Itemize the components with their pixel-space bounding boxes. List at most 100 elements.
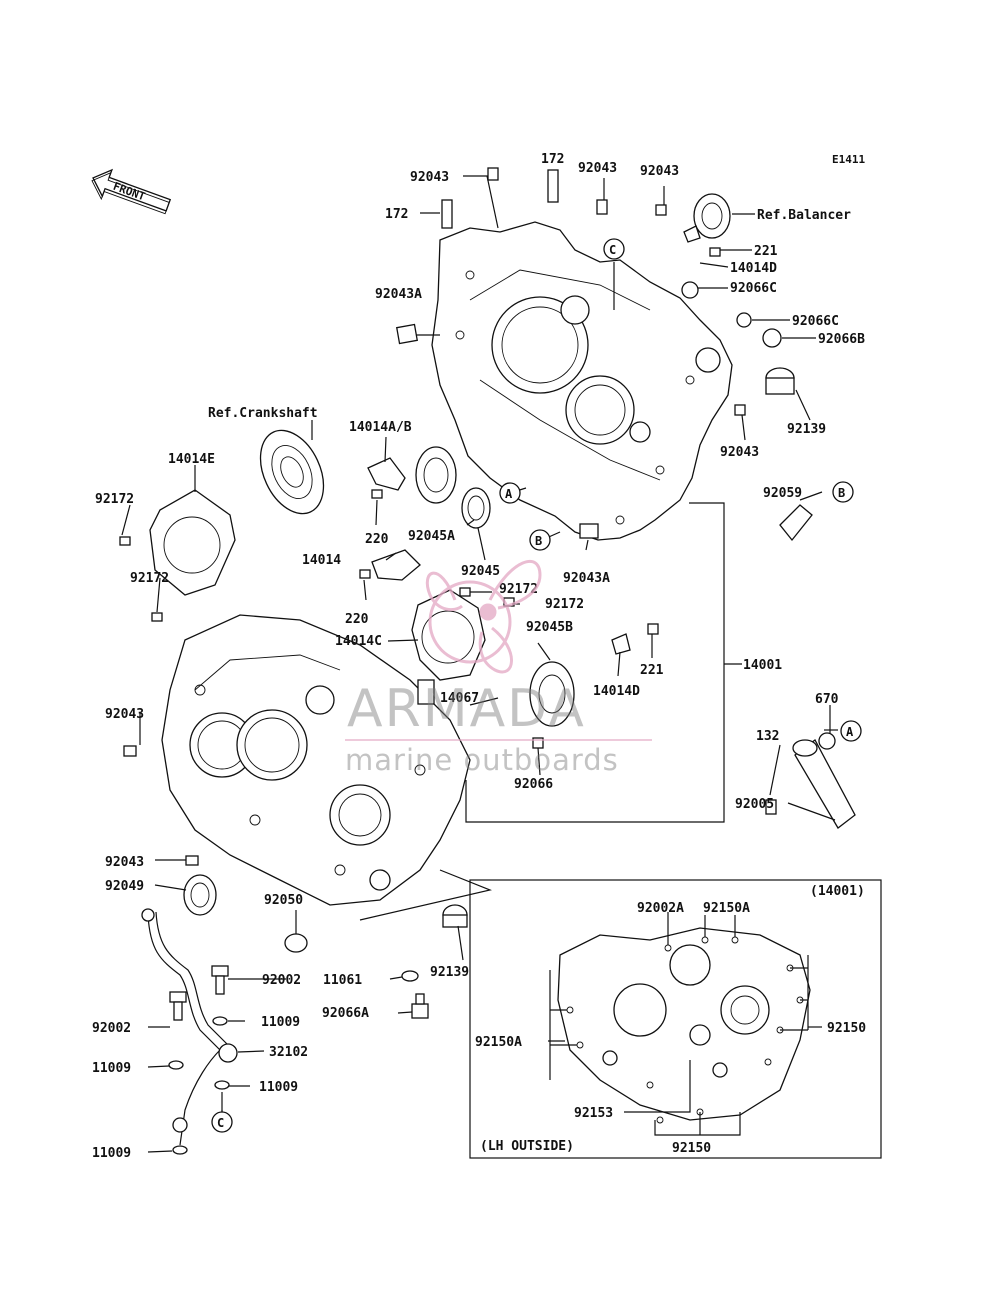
label-172-b: 172 — [385, 207, 408, 222]
label-14014E: 14014E — [168, 452, 215, 467]
label-92172-d: 92172 — [545, 597, 584, 612]
label-221-b: 221 — [640, 663, 664, 678]
label-11009-a: 11009 — [261, 1015, 300, 1030]
label-14001: 14001 — [743, 658, 782, 673]
label-92045B: 92045B — [526, 620, 573, 635]
label-14014: 14014 — [302, 553, 341, 568]
dowel-pins — [123, 167, 746, 866]
label-221-a: 221 — [754, 244, 778, 259]
label-92150A-a: 92150A — [703, 901, 750, 916]
label-92043-top: 92043 — [410, 170, 449, 185]
label-92139-a: 92139 — [787, 422, 826, 437]
label-92066A: 92066A — [322, 1006, 369, 1021]
crankshaft-bearing — [259, 429, 325, 515]
label-92043A-b: 92043A — [563, 571, 610, 586]
label-92002-b: 92002 — [92, 1021, 131, 1036]
left-crankcase-half — [161, 614, 471, 906]
label-92043-c: 92043 — [640, 164, 679, 179]
inset-lh-outside: (14001) (LH OUTSIDE) — [469, 879, 882, 1159]
label-92172-c: 92172 — [499, 582, 538, 597]
label-92066C-b: 92066C — [792, 314, 839, 329]
label-92066B: 92066B — [818, 332, 865, 347]
label-220-b: 220 — [345, 612, 369, 627]
bearing-92045 — [415, 446, 457, 504]
label-92059: 92059 — [763, 486, 802, 501]
seal-92050 — [284, 933, 308, 953]
small-bolts — [119, 225, 836, 815]
watermark-propeller-logo — [425, 559, 542, 674]
inset-caption: (LH OUTSIDE) — [480, 1139, 574, 1154]
plate-14014C — [411, 589, 486, 681]
label-14014C: 14014C — [335, 634, 382, 649]
oil-pipe-92005 — [792, 739, 856, 829]
inset-title: (14001) — [810, 884, 865, 899]
front-direction-arrow: FRONT — [91, 168, 172, 215]
label-92150A-b: 92150A — [475, 1035, 522, 1050]
label-92045: 92045 — [461, 564, 500, 579]
plate-14014E — [149, 489, 236, 596]
label-14014AB: 14014A/B — [349, 420, 412, 435]
oil-hose-assembly — [141, 908, 238, 1146]
label-132: 132 — [756, 729, 779, 744]
label-220-a: 220 — [365, 532, 389, 547]
label-92043A-a: 92043A — [375, 287, 422, 302]
callout-A-2: A — [840, 720, 862, 742]
right-crankcase-half — [431, 221, 733, 541]
gasket-11061 — [401, 970, 419, 982]
seal-92049 — [183, 874, 217, 916]
callout-A-1-letter: A — [505, 487, 513, 501]
watermark-sub: marine outboards — [345, 743, 619, 777]
drain-plug-92066A — [411, 993, 429, 1019]
label-92066C-a: 92066C — [730, 281, 777, 296]
armada-watermark: ARMADA marine outboards — [345, 559, 652, 777]
label-172-a: 172 — [541, 152, 564, 167]
callout-C-1-letter: C — [609, 243, 616, 257]
label-92049: 92049 — [105, 879, 144, 894]
label-92043-d: 92043 — [720, 445, 759, 460]
label-92043-e: 92043 — [105, 707, 144, 722]
label-92139-b: 92139 — [430, 965, 469, 980]
front-arrow-label: FRONT — [111, 180, 147, 204]
label-92045A: 92045A — [408, 529, 455, 544]
label-92002-a: 92002 — [262, 973, 301, 988]
collar-92139-upper — [765, 367, 795, 395]
callout-B-1-letter: B — [535, 534, 542, 548]
washers-11009 — [168, 1016, 230, 1155]
label-670: 670 — [815, 692, 839, 707]
label-92005: 92005 — [735, 797, 774, 812]
label-11009-b: 11009 — [92, 1061, 131, 1076]
label-32102: 32102 — [269, 1045, 308, 1060]
label-92066: 92066 — [514, 777, 553, 792]
diagram-id: E1411 — [832, 153, 865, 166]
bearing-92045B — [529, 661, 575, 727]
plug-92059 — [779, 504, 813, 542]
label-11009-d: 11009 — [92, 1146, 131, 1161]
part-labels: 92043 172 172 92043 92043 Ref.Balancer 2… — [92, 152, 866, 1161]
label-14014D-b: 14014D — [593, 684, 640, 699]
callout-A-1: A — [499, 482, 521, 504]
label-92043-f: 92043 — [105, 855, 144, 870]
label-14014D-a: 14014D — [730, 261, 777, 276]
callout-C-2: C — [211, 1111, 233, 1133]
label-14067: 14067 — [440, 691, 479, 706]
callout-A-2-letter: A — [846, 725, 854, 739]
label-92172-b: 92172 — [130, 571, 169, 586]
bearing-92045A — [461, 487, 491, 529]
label-92172-a: 92172 — [95, 492, 134, 507]
label-92150-a: 92150 — [827, 1021, 866, 1036]
watermark-brand: ARMADA — [347, 679, 586, 739]
callout-B-1: B — [529, 529, 551, 551]
label-92150-b: 92150 — [672, 1141, 711, 1156]
label-ref-crankshaft: Ref.Crankshaft — [208, 406, 318, 421]
balancer-bearing — [693, 193, 731, 239]
callout-C-1: C — [603, 238, 625, 260]
label-11061: 11061 — [323, 973, 362, 988]
label-11009-c: 11009 — [259, 1080, 298, 1095]
label-ref-balancer: Ref.Balancer — [757, 208, 851, 223]
bolts-92002 — [169, 965, 229, 1021]
label-92043-b: 92043 — [578, 161, 617, 176]
callout-B-2-letter: B — [838, 486, 845, 500]
plate-14014AB — [367, 457, 406, 491]
label-92002A: 92002A — [637, 901, 684, 916]
